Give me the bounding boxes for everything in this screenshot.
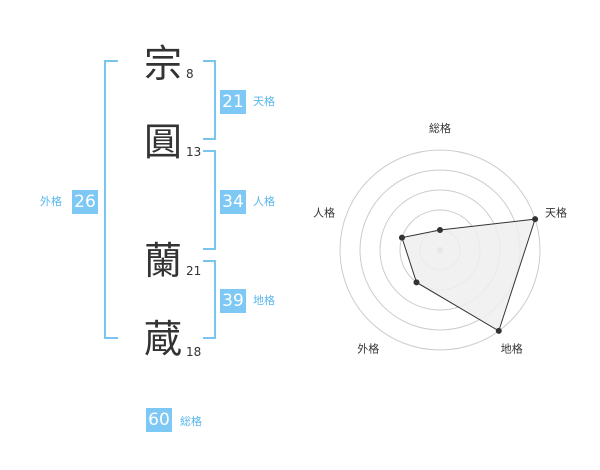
stroke-count-2: 13 <box>186 145 202 159</box>
radar-axis-label-5: 人格 <box>313 205 335 219</box>
radar-axis-label-2: 天格 <box>545 205 567 219</box>
gaikaku-label: 外格 <box>40 195 62 208</box>
radar-axis-label-3: 地格 <box>501 342 523 356</box>
stroke-count-3: 21 <box>186 264 202 278</box>
stroke-count-1: 8 <box>186 67 194 81</box>
chikaku-label: 地格 <box>253 294 275 307</box>
radar-axis-label-1: 総格 <box>429 121 451 135</box>
gaikaku-value: 26 <box>72 190 98 214</box>
radar-point-4 <box>413 279 420 286</box>
name-char-3: 蘭 <box>143 239 182 283</box>
radar-point-2 <box>532 216 539 223</box>
name-char-2: 圓 <box>143 120 182 164</box>
tenkaku-label: 天格 <box>253 95 275 108</box>
radar-point-3 <box>495 327 502 334</box>
radar-point-1 <box>437 227 443 233</box>
radar-point-5 <box>398 234 405 241</box>
soukaku-label: 総格 <box>180 415 202 428</box>
name-char-1: 宗 <box>143 42 182 86</box>
stroke-count-4: 18 <box>186 345 202 359</box>
radar-grid-ring <box>339 149 541 351</box>
name-char-4: 蔵 <box>143 317 182 361</box>
jinkaku-value: 34 <box>220 190 246 214</box>
tenkaku-value: 21 <box>220 90 246 114</box>
radar-series-area <box>401 218 536 332</box>
jinkaku-label: 人格 <box>253 195 275 208</box>
soukaku-value: 60 <box>146 408 172 432</box>
radar-axis-label-4: 外格 <box>357 342 379 356</box>
chikaku-value: 39 <box>220 289 246 313</box>
